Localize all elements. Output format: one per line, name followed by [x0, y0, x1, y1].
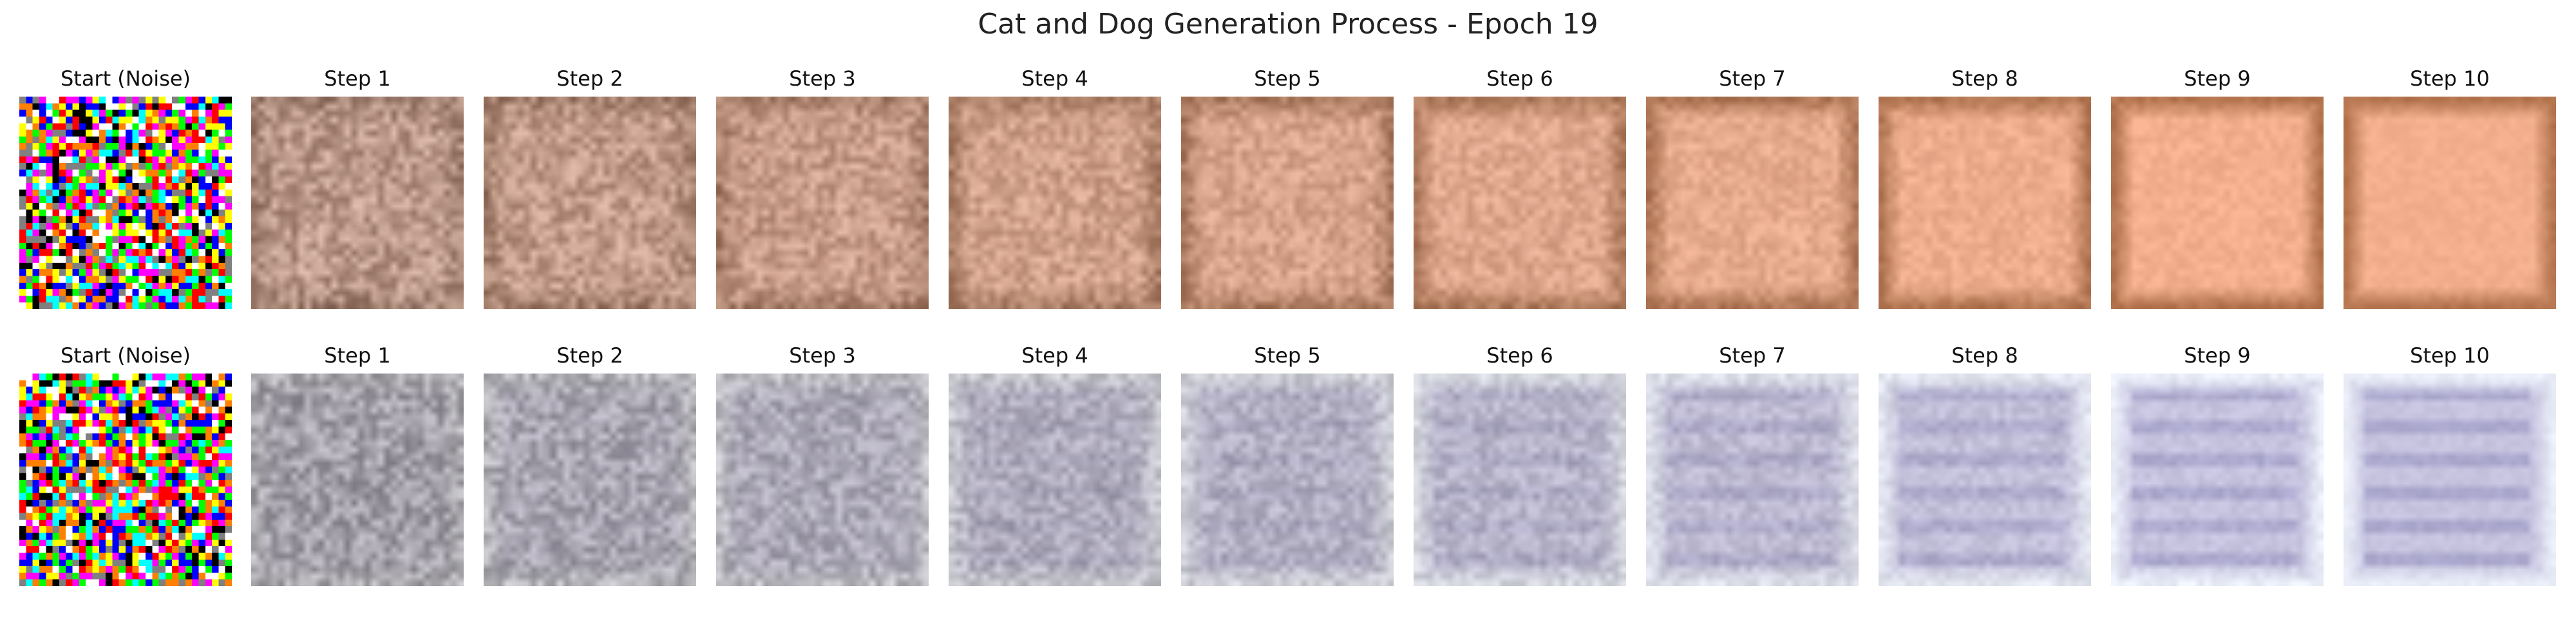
panel-title: Start (Noise): [60, 343, 191, 368]
panel-title: Step 5: [1254, 343, 1321, 368]
generated-image: [2111, 97, 2324, 309]
panel-step-9: Step 9: [2111, 64, 2324, 309]
panel-title: Step 5: [1254, 66, 1321, 91]
panel-title: Step 4: [1021, 343, 1088, 368]
noise-image: [19, 97, 232, 309]
row-cool: Start (Noise) Step 1 Step 2 Step 3 Step …: [0, 341, 2576, 586]
panel-step-6: Step 6: [1414, 64, 1626, 309]
generated-image: [484, 97, 696, 309]
panel-title: Start (Noise): [60, 66, 191, 91]
panel-start-noise: Start (Noise): [19, 341, 232, 586]
generated-image: [2111, 374, 2324, 586]
panel-title: Step 1: [324, 343, 391, 368]
figure-title: Cat and Dog Generation Process - Epoch 1…: [978, 8, 1598, 41]
panel-step-2: Step 2: [484, 341, 696, 586]
panel-title: Step 4: [1021, 66, 1088, 91]
generated-image: [1414, 374, 1626, 586]
generated-image: [1414, 97, 1626, 309]
panel-title: Step 10: [2410, 66, 2490, 91]
panel-step-3: Step 3: [716, 64, 929, 309]
generated-image: [1879, 97, 2091, 309]
generated-image: [1181, 97, 1394, 309]
generated-image: [949, 374, 1161, 586]
panel-title: Step 9: [2184, 343, 2251, 368]
panel-title: Step 8: [1951, 66, 2018, 91]
panel-title: Step 6: [1486, 343, 1553, 368]
panel-step-2: Step 2: [484, 64, 696, 309]
generated-image: [251, 374, 464, 586]
panel-step-8: Step 8: [1879, 341, 2091, 586]
panel-step-7: Step 7: [1646, 341, 1859, 586]
panel-title: Step 6: [1486, 66, 1553, 91]
panel-title: Step 1: [324, 66, 391, 91]
panel-title: Step 7: [1719, 343, 1786, 368]
panel-title: Step 8: [1951, 343, 2018, 368]
generated-image: [1181, 374, 1394, 586]
generated-image: [251, 97, 464, 309]
panel-title: Step 10: [2410, 343, 2490, 368]
panel-title: Step 9: [2184, 66, 2251, 91]
panel-step-5: Step 5: [1181, 341, 1394, 586]
generated-image: [949, 97, 1161, 309]
panel-step-5: Step 5: [1181, 64, 1394, 309]
panel-step-3: Step 3: [716, 341, 929, 586]
generated-image: [2344, 374, 2556, 586]
panel-step-8: Step 8: [1879, 64, 2091, 309]
panel-step-4: Step 4: [949, 341, 1161, 586]
panel-step-10: Step 10: [2344, 64, 2556, 309]
generated-image: [1646, 374, 1859, 586]
panel-title: Step 2: [556, 66, 623, 91]
panel-start-noise: Start (Noise): [19, 64, 232, 309]
panel-title: Step 3: [789, 66, 856, 91]
generated-image: [1879, 374, 2091, 586]
panel-step-4: Step 4: [949, 64, 1161, 309]
generated-image: [484, 374, 696, 586]
panel-title: Step 3: [789, 343, 856, 368]
generated-image: [716, 97, 929, 309]
panel-step-7: Step 7: [1646, 64, 1859, 309]
panel-step-9: Step 9: [2111, 341, 2324, 586]
row-warm: Start (Noise) Step 1 Step 2 Step 3 Step …: [0, 64, 2576, 309]
noise-image: [19, 374, 232, 586]
panel-step-6: Step 6: [1414, 341, 1626, 586]
panel-title: Step 7: [1719, 66, 1786, 91]
panel-step-10: Step 10: [2344, 341, 2556, 586]
panel-step-1: Step 1: [251, 64, 464, 309]
generated-image: [1646, 97, 1859, 309]
generated-image: [2344, 97, 2556, 309]
panel-step-1: Step 1: [251, 341, 464, 586]
panel-title: Step 2: [556, 343, 623, 368]
generated-image: [716, 374, 929, 586]
